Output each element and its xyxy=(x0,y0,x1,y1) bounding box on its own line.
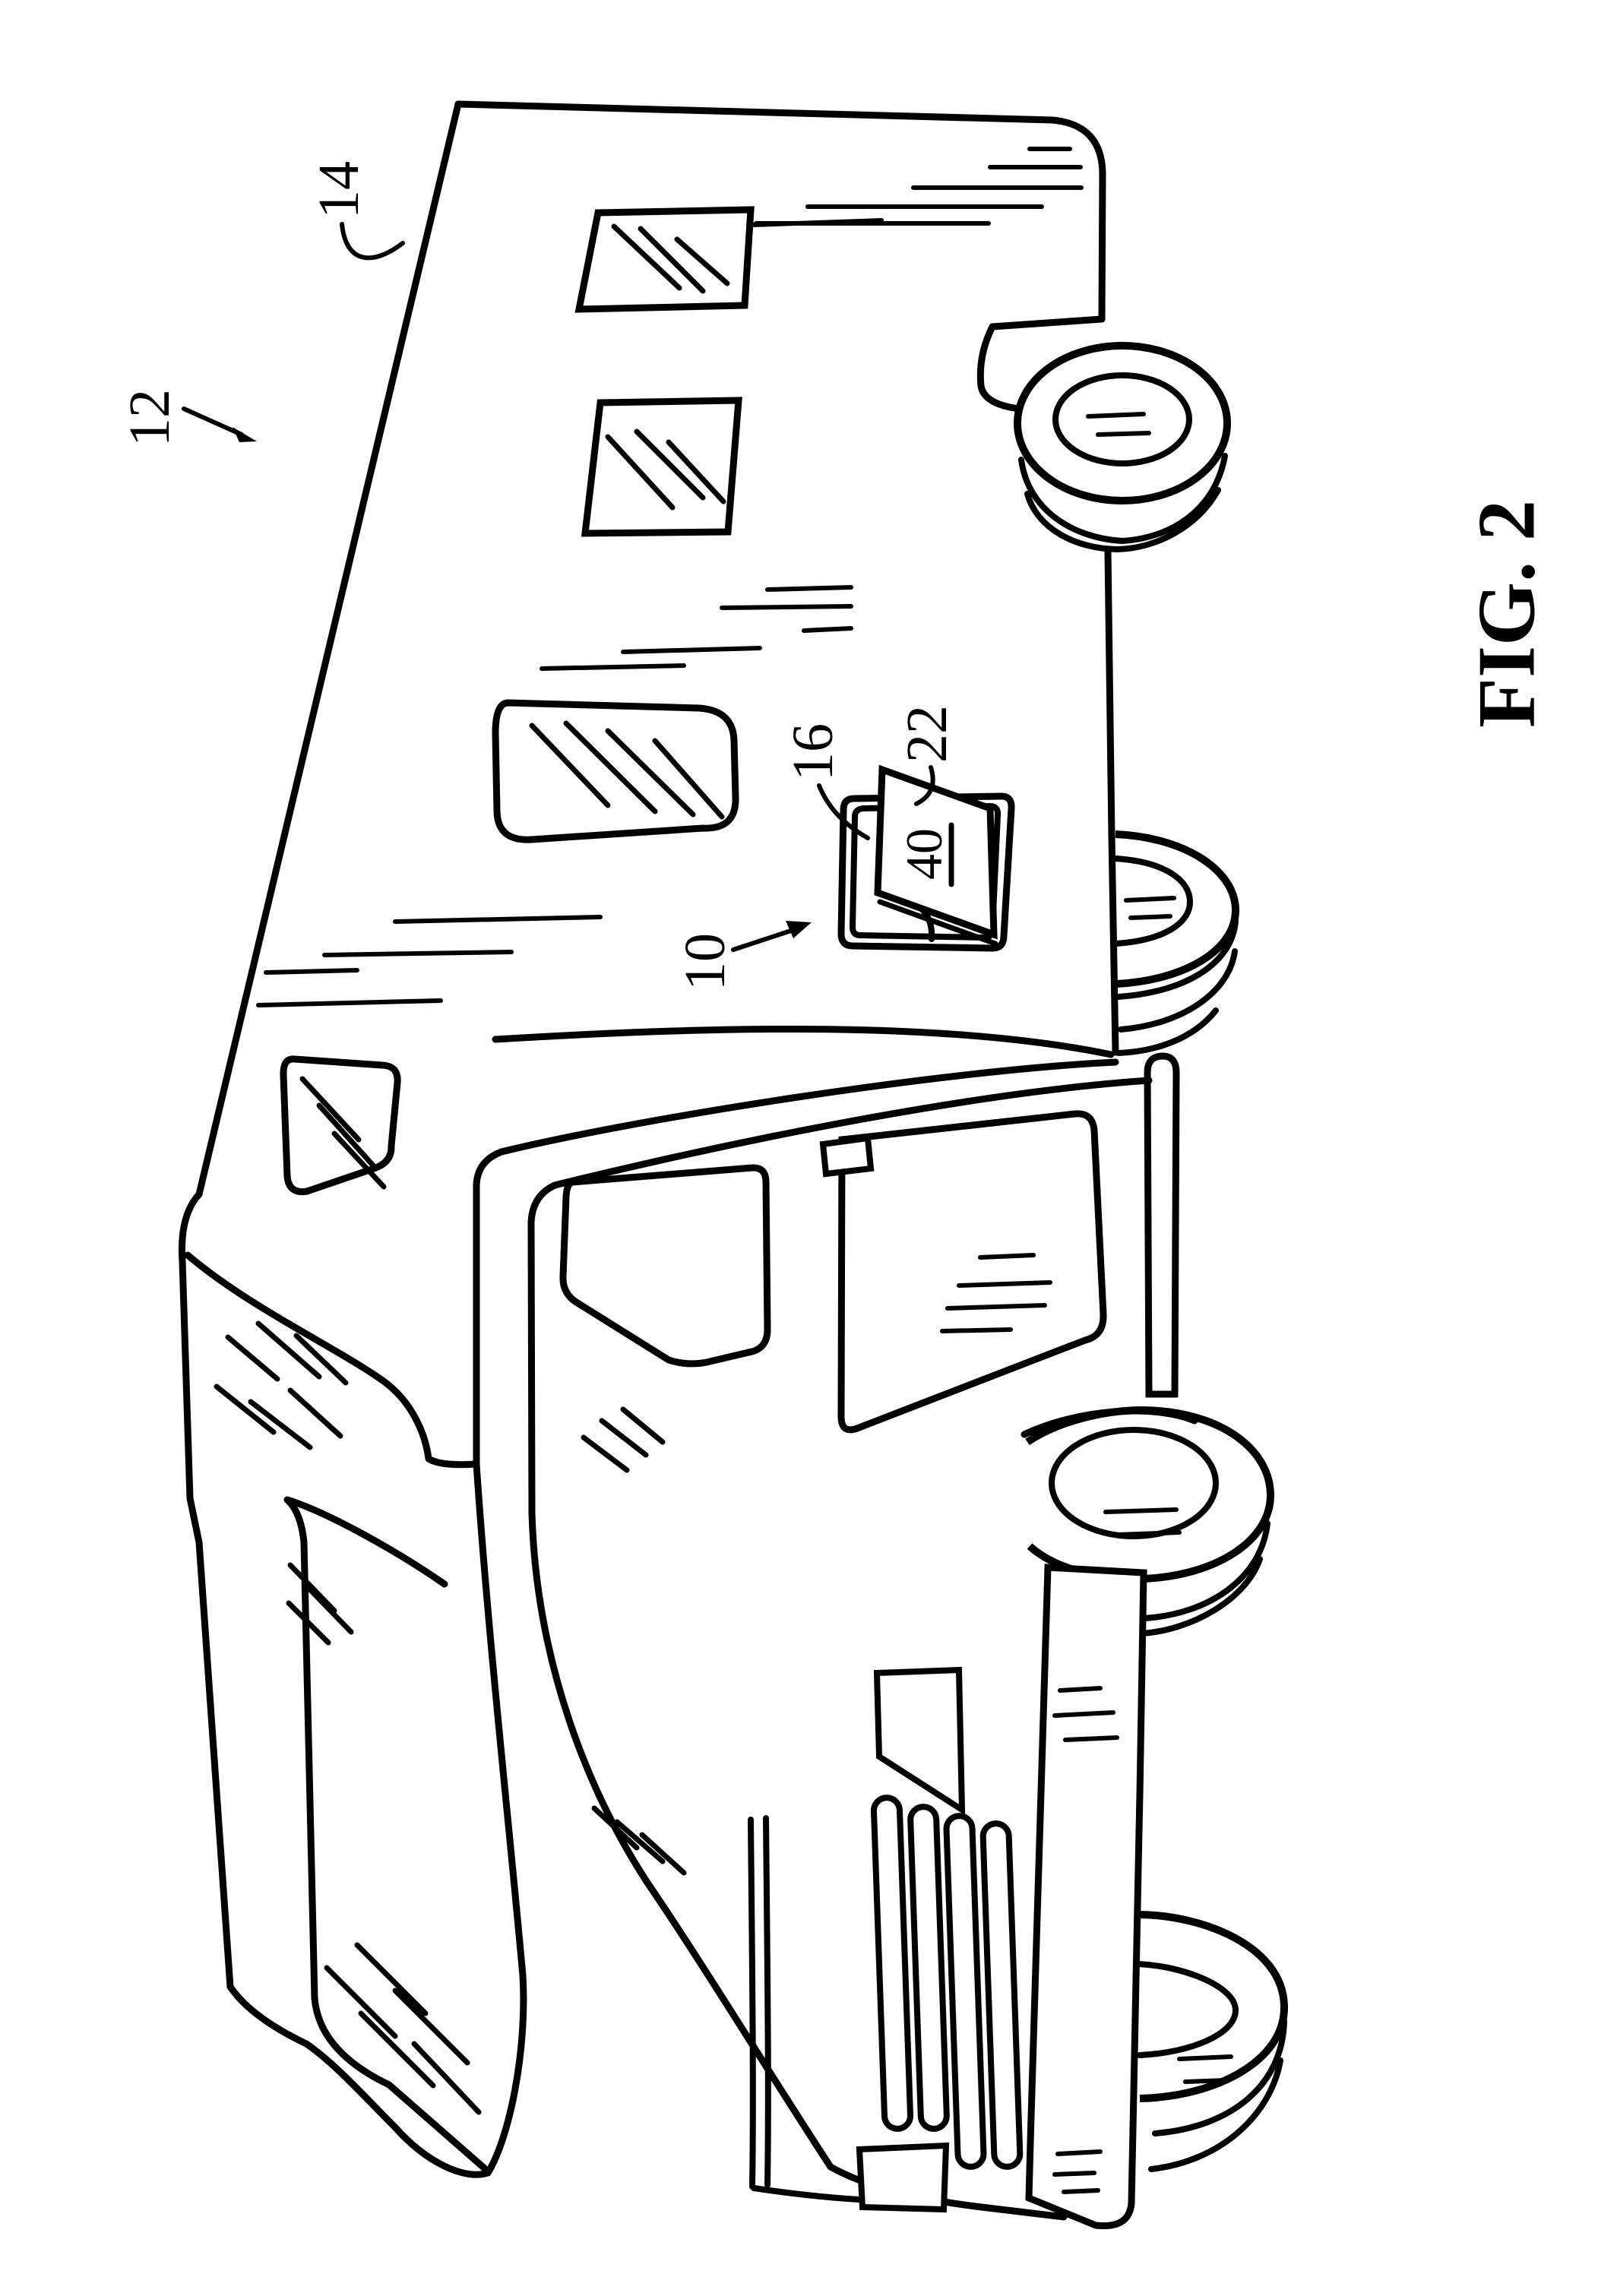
bumper-shading-lower xyxy=(1052,2149,1103,2194)
middle-tire xyxy=(1115,830,1240,988)
middle-tire-tread xyxy=(1115,918,1239,1000)
middle-tire-tread-2 xyxy=(1118,948,1238,1033)
grille-slat xyxy=(907,1804,950,2132)
window-glare xyxy=(529,720,725,820)
middle-hub-shading xyxy=(1124,896,1176,920)
grille-slat xyxy=(870,1795,914,2132)
ref-label-14: 14 xyxy=(307,161,371,219)
drive-hub-shading xyxy=(1103,1507,1182,1537)
roofline-left-edge xyxy=(179,100,462,1991)
front-cap-slope xyxy=(184,1251,480,1469)
open-door-panel xyxy=(874,764,998,940)
lower-marker-light xyxy=(856,2142,950,2213)
cab-panel-shading xyxy=(581,1406,666,1473)
front-tire xyxy=(1137,1911,1289,2102)
ref-label-10: 10 xyxy=(673,933,737,991)
cab-door-area xyxy=(559,1110,1107,1473)
windshield xyxy=(283,1496,490,2174)
front-panel-crease xyxy=(748,1815,771,2190)
window-glare xyxy=(299,1076,387,1190)
drive-wheel-arch xyxy=(1021,1407,1198,1438)
side-window-rear xyxy=(574,206,755,313)
front-lower-corner xyxy=(226,1983,492,2178)
door-window-shading xyxy=(940,1253,1052,1333)
rear-tire-tread xyxy=(1018,453,1228,544)
ref-leader-16 xyxy=(817,783,870,840)
beltline-and-a-pillar xyxy=(473,1058,1119,2177)
windshield-glare-upper xyxy=(286,1562,354,1646)
front-hub xyxy=(1135,1961,1239,2058)
rear-tire-tread-2 xyxy=(1024,487,1221,552)
grille-slat xyxy=(979,1820,1024,2170)
mid-body-shading xyxy=(540,585,853,671)
reference-annotations: 12 14 10 16 22 xyxy=(118,161,959,991)
door-latch-plate xyxy=(819,1134,875,1178)
body-shading-lines xyxy=(214,147,1084,1450)
ref-arrowhead-12 xyxy=(233,427,257,442)
ref-label-16: 16 xyxy=(781,723,845,781)
drive-tire xyxy=(1025,1406,1275,1583)
rear-tire xyxy=(1014,342,1231,504)
rear-wheel xyxy=(1014,342,1231,552)
door-indicator-value: 40 xyxy=(895,828,953,880)
window-glare xyxy=(611,223,730,294)
access-door-assembly: 40 xyxy=(837,764,1015,952)
roof-side-shading xyxy=(256,915,603,1007)
front-wheel xyxy=(1135,1911,1289,2172)
lower-body-edge xyxy=(1104,549,1119,1056)
front-face xyxy=(591,1564,1147,2230)
cab-quarter-window xyxy=(559,1164,771,1368)
side-window-mid xyxy=(581,397,742,537)
rear-hub xyxy=(1052,372,1192,466)
ref-leader-14 xyxy=(340,222,405,261)
front-bumper xyxy=(1025,1564,1147,2230)
grille-slat xyxy=(943,1813,987,2170)
ref-label-12: 12 xyxy=(118,389,182,447)
front-tire-tread-2 xyxy=(1148,2057,1283,2172)
drip-rail xyxy=(492,1025,1115,1058)
ref-arrow-10 xyxy=(731,928,796,952)
front-tire-tread xyxy=(1152,2018,1287,2136)
ref-arrowhead-10 xyxy=(786,921,812,938)
rear-wheel-well xyxy=(976,315,1106,413)
rv-body-outline xyxy=(179,100,1198,2221)
figure-caption: FIG. 2 xyxy=(1462,500,1552,728)
window-glare xyxy=(605,429,726,511)
drive-tire-tread-2 xyxy=(1138,1556,1263,1637)
windshield-top-edge xyxy=(283,1496,448,1588)
cab-over-window xyxy=(280,1055,401,1196)
headlight xyxy=(873,1666,966,1816)
side-window-large xyxy=(492,699,739,843)
front-lower-edge xyxy=(751,2185,877,2203)
beltline-lower-and-front-sweep xyxy=(527,1077,1153,2221)
rear-hub-shading xyxy=(1086,412,1151,437)
ref-label-22: 22 xyxy=(895,705,959,763)
open-door-panel-edge xyxy=(877,899,998,947)
middle-hub xyxy=(1112,855,1193,947)
body-skirt-panel xyxy=(1144,1052,1180,1398)
drive-tire-tread xyxy=(1141,1520,1270,1621)
rv-vehicle: 40 xyxy=(179,100,1289,2230)
bumper-shading-upper xyxy=(1052,1686,1119,1742)
front-hub-shading xyxy=(1177,2054,1233,2084)
ref-arrow-12 xyxy=(182,406,244,437)
ref-leader-22 xyxy=(914,765,935,806)
front-panel-shading xyxy=(591,1805,687,1876)
grille xyxy=(870,1795,1024,2170)
rear-cap-shading xyxy=(752,147,1084,227)
door-window xyxy=(837,1110,1107,1434)
windshield-frame xyxy=(283,1496,490,2174)
front-cap-corner-shading xyxy=(214,1320,349,1450)
middle-tire-bottom xyxy=(1115,1007,1219,1056)
middle-wheel xyxy=(1112,830,1240,1056)
windshield-glare-lower xyxy=(324,1942,482,2115)
roof-rear-edge xyxy=(454,100,1106,323)
